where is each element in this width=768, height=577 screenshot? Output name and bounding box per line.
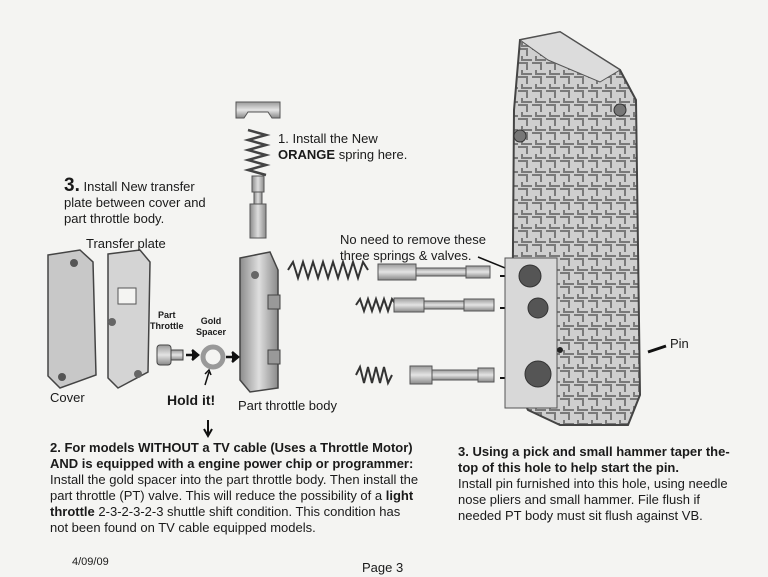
step1-text: 1. Install the New	[278, 131, 378, 146]
step2-instruction: 2. For models WITHOUT a TV cable (Uses a…	[50, 440, 450, 536]
cover-plate	[47, 249, 97, 389]
step3-line2: plate between cover and	[64, 195, 206, 210]
part-throttle-body-part	[239, 251, 281, 393]
orange-spring	[243, 128, 271, 177]
valve-body	[504, 30, 642, 426]
gold-spacer-label: Gold Spacer	[196, 316, 226, 338]
transfer-plate	[107, 249, 151, 389]
part-throttle-valve	[156, 344, 200, 366]
step2-heading2: AND is equipped with a engine power chip…	[50, 456, 414, 471]
springs-valves	[287, 258, 495, 386]
gold-spacer-line2: Spacer	[196, 327, 227, 337]
step3-pin-heading2: top of this hole to help start the pin.	[458, 460, 679, 475]
part-throttle-line1: Part	[157, 310, 176, 320]
gold-spacer-line1: Gold	[200, 316, 222, 326]
step3-pin-line2: nose pliers and small hammer. File flush…	[458, 492, 701, 507]
no-need-line1: No need to remove these	[340, 232, 486, 247]
gold-spacer	[200, 344, 240, 370]
cover-label: Cover	[50, 390, 85, 405]
step1-suffix: spring here.	[338, 147, 408, 162]
step2-line2: part throttle (PT) valve. This will redu…	[50, 488, 383, 503]
step1-instruction: 1. Install the New ORANGE spring here.	[278, 131, 407, 163]
hold-it-label: Hold it!	[167, 392, 216, 408]
pin-label: Pin	[670, 336, 689, 351]
no-need-line2: three springs & valves.	[340, 248, 472, 263]
pt-valve	[249, 175, 267, 239]
spring-retainer	[235, 101, 281, 119]
step3-transfer-instruction: 3. Install New transfer plate between co…	[64, 175, 206, 227]
page-number: Page 3	[362, 560, 404, 575]
step2-line4: not been found on TV cable equipped mode…	[50, 520, 316, 535]
part-throttle-body-label: Part throttle body	[238, 398, 337, 413]
no-need-note: No need to remove these three springs & …	[340, 232, 486, 264]
hold-arrow	[204, 368, 212, 386]
step3-pin-heading1: 3. Using a pick and small hammer taper t…	[458, 444, 730, 459]
step3-pin-line1: Install pin furnished into this hole, us…	[458, 476, 728, 491]
step3-number: 3.	[64, 175, 80, 196]
step3-line1: Install New transfer	[83, 179, 195, 194]
step2-line3: 2-3-2-3-2-3 shuttle shift condition. Thi…	[98, 504, 401, 519]
step3-pin-instruction: 3. Using a pick and small hammer taper t…	[458, 444, 758, 524]
transfer-plate-label: Transfer plate	[86, 236, 166, 251]
orange-highlight: ORANGE	[278, 147, 336, 162]
footer-date: 4/09/09	[72, 556, 109, 568]
step3-pin-line3: needed PT body must sit flush against VB…	[458, 508, 703, 523]
part-throttle-line2: Throttle	[150, 321, 184, 331]
down-arrow	[203, 420, 213, 439]
step2-heading1: 2. For models WITHOUT a TV cable (Uses a…	[50, 440, 413, 455]
step2-line1: Install the gold spacer into the part th…	[50, 472, 419, 487]
part-throttle-label: Part Throttle	[150, 310, 184, 332]
step3-line3: part throttle body.	[64, 211, 165, 226]
step2-light: light	[385, 488, 414, 503]
step2-throttle: throttle	[50, 504, 95, 519]
